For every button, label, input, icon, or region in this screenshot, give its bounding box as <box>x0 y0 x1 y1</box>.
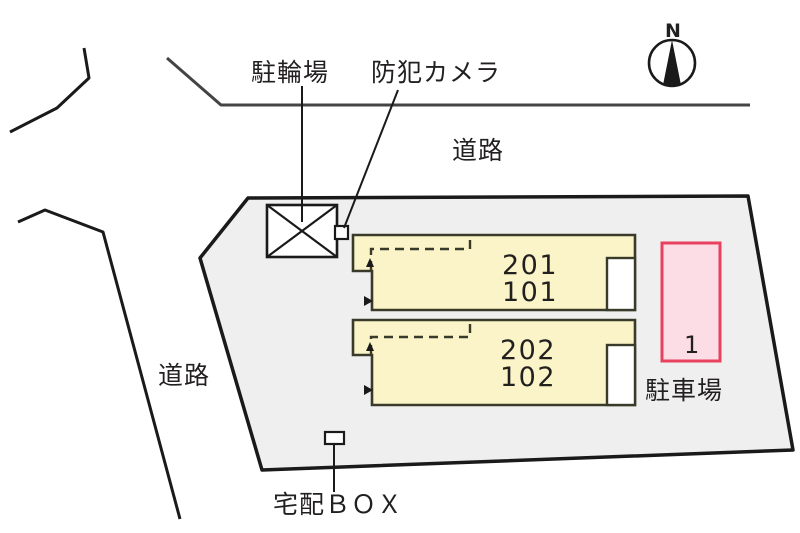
label-delivery-box: 宅配ＢＯＸ <box>273 490 404 519</box>
label-road-left: 道路 <box>158 361 211 390</box>
unit-label-201: 201 <box>502 250 559 281</box>
building-upper-outline <box>351 233 637 312</box>
road-line-top <box>166 56 750 107</box>
unit-label-102: 102 <box>500 362 557 393</box>
building-upper-dashed-partition <box>369 235 472 270</box>
compass-rose <box>647 38 697 88</box>
building-upper-entrance-arrow-up <box>366 258 374 267</box>
road-line-upper-left <box>9 47 91 134</box>
building-lower-entrance-arrow-up <box>366 342 374 351</box>
security-camera-symbol <box>333 224 350 241</box>
building-upper-balcony <box>605 256 637 312</box>
road-line-left <box>17 208 182 520</box>
label-parking-lot: 駐車場 <box>645 376 724 405</box>
building-lower <box>351 318 637 407</box>
parking-stall-1 <box>660 241 722 363</box>
label-compass-north: N <box>665 20 681 42</box>
building-upper-entrance-arrow-right <box>364 296 373 306</box>
building-lower-balcony <box>605 343 637 407</box>
label-security-camera: 防犯カメラ <box>371 58 502 87</box>
parking-stall-number-1: 1 <box>684 331 700 359</box>
label-road-top: 道路 <box>452 136 505 165</box>
building-upper <box>351 233 637 312</box>
delivery-box-symbol <box>323 430 346 492</box>
compass-needle-north <box>663 40 681 85</box>
security-camera-leader-line <box>343 89 399 229</box>
unit-label-202: 202 <box>500 335 557 366</box>
building-lower-entrance-arrow-right <box>364 385 373 395</box>
unit-label-101: 101 <box>502 277 559 308</box>
building-lower-outline <box>351 318 637 407</box>
label-bicycle-parking: 駐輪場 <box>251 58 330 87</box>
bicycle-parking-x-stroke-2 <box>266 204 338 258</box>
delivery-box-rect <box>323 430 346 446</box>
road-lines <box>9 47 750 520</box>
